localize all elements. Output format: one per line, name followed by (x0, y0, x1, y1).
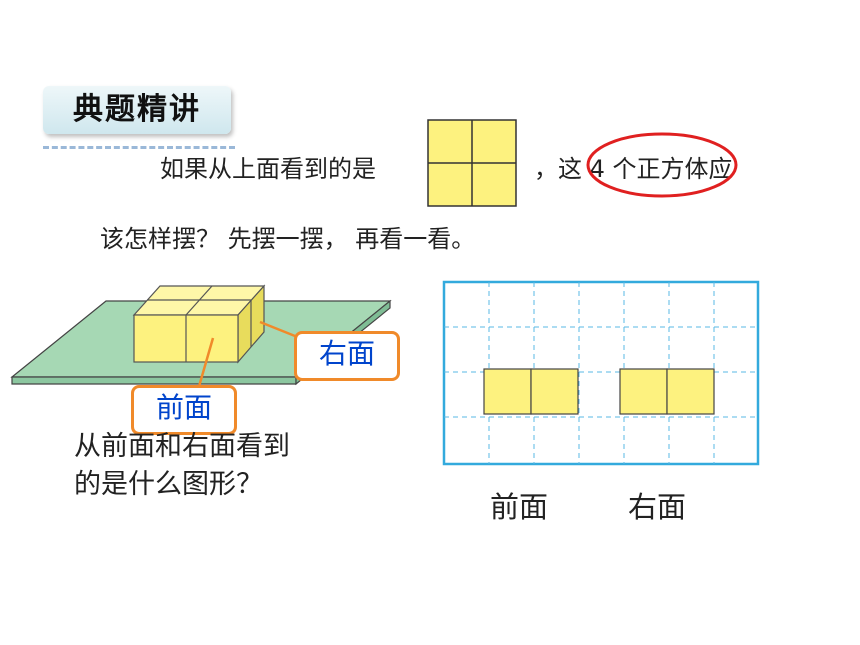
front-view-label: 前面 (490, 490, 549, 524)
front-side-tag: 前面 (131, 385, 237, 435)
right-side-tag: 右面 (294, 331, 400, 381)
highlight-ellipse (586, 132, 738, 198)
question-line1-end: ，这 4 个正方体应 (534, 155, 733, 183)
question-line1-start: 如果从上面看到的是 (160, 155, 376, 183)
figure-caption-line2: 的是什么图形？ (74, 469, 263, 500)
right-view-label: 右面 (628, 490, 687, 524)
title-divider (43, 146, 235, 149)
front-view-shape (483, 368, 579, 415)
top-view-figure (427, 119, 517, 207)
right-view-shape (619, 368, 715, 415)
figure-caption-line1: 从前面和右面看到 (74, 431, 290, 462)
question-line2: 该怎样摆？ 先摆一摆， 再看一看。 (100, 225, 476, 253)
answer-grid (442, 280, 760, 466)
section-title: 典题精讲 (43, 86, 231, 134)
